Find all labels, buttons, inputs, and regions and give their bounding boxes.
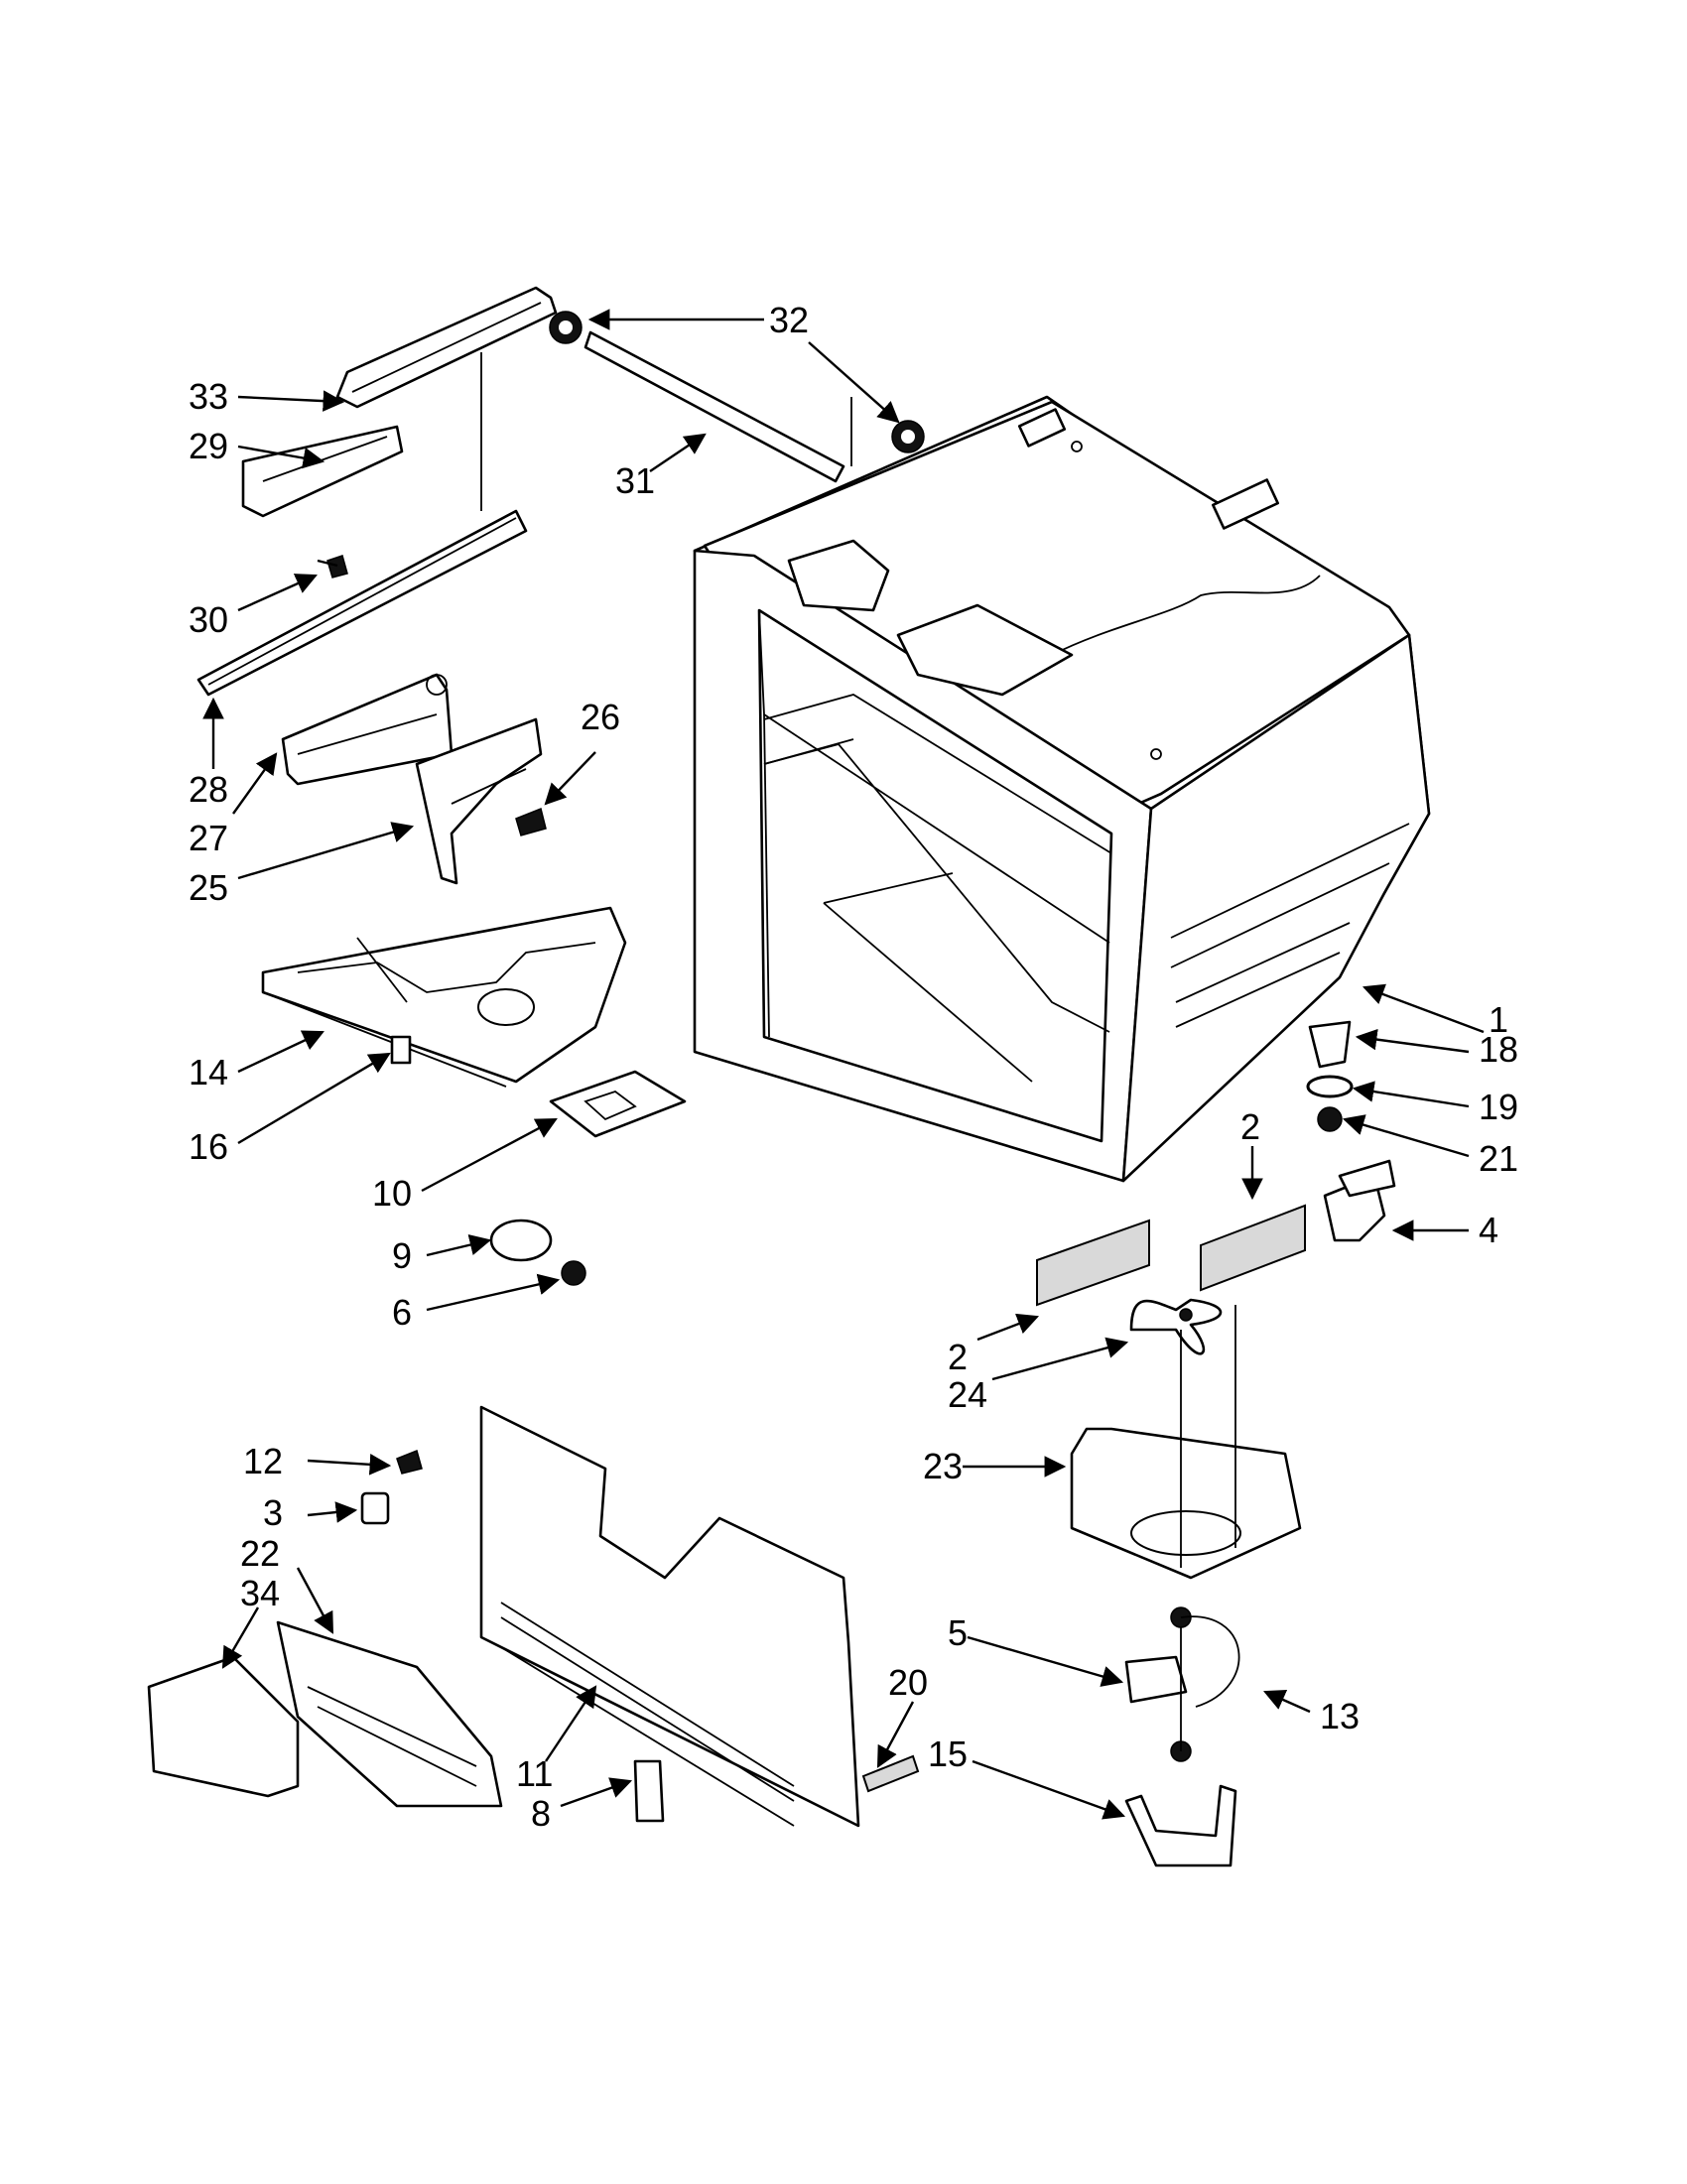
small-parts-left bbox=[390, 1035, 687, 1286]
callout-14: 14 bbox=[189, 1052, 228, 1092]
front-panel-and-grille bbox=[147, 1405, 920, 1828]
shaft-and-gears bbox=[549, 311, 925, 483]
callout-27: 27 bbox=[189, 818, 228, 858]
callout-3: 3 bbox=[263, 1492, 283, 1533]
callout-4: 4 bbox=[1479, 1210, 1498, 1250]
callout-2b: 2 bbox=[948, 1337, 968, 1377]
callout-23: 23 bbox=[923, 1446, 963, 1486]
callout-16: 16 bbox=[189, 1126, 228, 1167]
callout-6: 6 bbox=[392, 1292, 412, 1333]
drawer-slide-assembly bbox=[196, 286, 558, 885]
callout-12: 12 bbox=[243, 1441, 283, 1481]
callout-labels: 1 2 2 3 4 5 6 8 9 10 11 12 13 14 15 16 1… bbox=[189, 300, 1518, 1834]
callout-15: 15 bbox=[928, 1734, 968, 1774]
callout-29: 29 bbox=[189, 426, 228, 466]
callout-34: 34 bbox=[240, 1573, 280, 1613]
callout-32: 32 bbox=[769, 300, 809, 340]
leader-lines bbox=[202, 309, 1485, 1820]
callout-18: 18 bbox=[1479, 1029, 1518, 1070]
callout-24: 24 bbox=[948, 1374, 987, 1415]
callout-20: 20 bbox=[888, 1662, 928, 1703]
callout-8: 8 bbox=[531, 1793, 551, 1834]
callout-30: 30 bbox=[189, 599, 228, 640]
drawer-tray bbox=[261, 906, 627, 1088]
callout-11: 11 bbox=[516, 1753, 553, 1794]
callout-1: 1 bbox=[1489, 999, 1508, 1040]
callout-9: 9 bbox=[392, 1235, 412, 1276]
callout-25: 25 bbox=[189, 867, 228, 908]
callout-33: 33 bbox=[189, 376, 228, 417]
callout-19: 19 bbox=[1479, 1087, 1518, 1127]
callout-31: 31 bbox=[615, 460, 655, 501]
callout-22: 22 bbox=[240, 1533, 280, 1574]
freezer-liner bbox=[693, 395, 1431, 1183]
callout-10: 10 bbox=[372, 1173, 412, 1214]
right-side-parts bbox=[1036, 1020, 1396, 1867]
callout-28: 28 bbox=[189, 769, 228, 810]
callout-26: 26 bbox=[581, 697, 620, 737]
callout-13: 13 bbox=[1320, 1696, 1360, 1736]
callout-5: 5 bbox=[948, 1612, 968, 1653]
callout-2a: 2 bbox=[1240, 1106, 1260, 1147]
callout-21: 21 bbox=[1479, 1138, 1518, 1179]
